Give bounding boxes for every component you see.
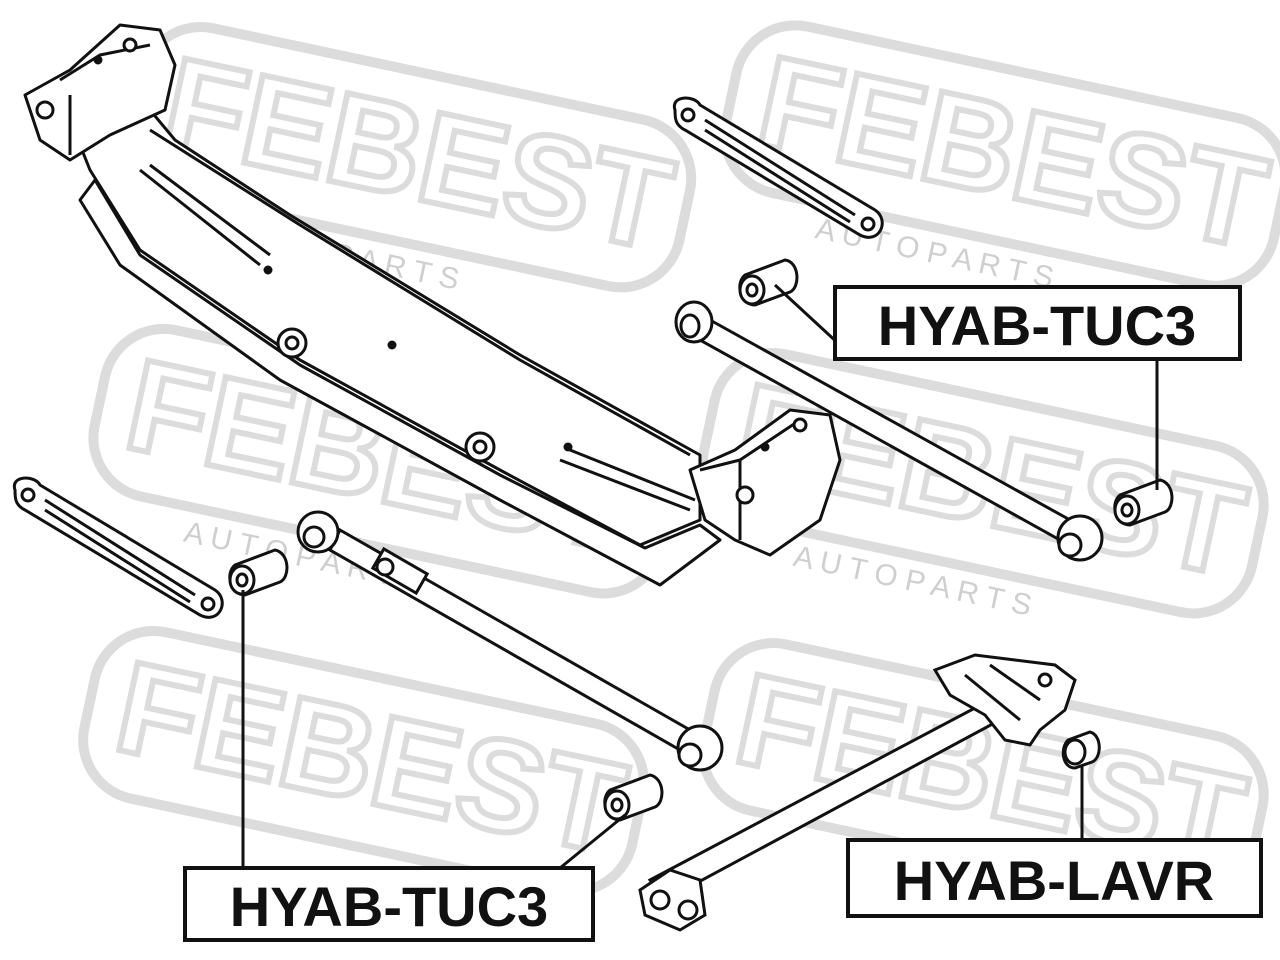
bottom-left-plate [12, 476, 224, 619]
leader-bottom-lower [559, 813, 626, 870]
right-bracket-hole-2 [792, 417, 808, 433]
right-bracket-hole [735, 485, 755, 505]
callout-bottom-right: HYAB-LAVR [846, 838, 1263, 918]
leader-top-upper [773, 283, 842, 347]
arm-eye-right-inner [1057, 532, 1083, 558]
callout-box [183, 866, 595, 942]
bottom-left-arm [296, 510, 724, 772]
callout-box [833, 285, 1242, 361]
rod-bracket-hole [1037, 672, 1053, 688]
arm-eye-right-inner [677, 742, 703, 768]
leader-lines [241, 283, 1159, 870]
lateral-rod [638, 653, 1077, 932]
callout-top-right: HYAB-TUC3 [833, 285, 1242, 361]
beam-hole-2-inner [472, 439, 488, 455]
plate-slot-2 [704, 128, 851, 224]
beam-top-edge [149, 128, 691, 457]
rod-bracket-ribs [964, 663, 1041, 722]
bushing-bottom-lower [603, 773, 664, 822]
bushing-bottom-upper [228, 548, 289, 597]
left-bracket-dot [93, 55, 103, 65]
callout-label: HYAB-LAVR [894, 849, 1214, 912]
plate-hole-1 [20, 487, 36, 503]
beam-dot-1 [387, 340, 397, 350]
arm-nut [375, 557, 395, 577]
beam-slot-4 [569, 448, 696, 502]
beam-dot-2 [563, 442, 573, 452]
right-bracket-dot [760, 442, 770, 452]
left-bracket-hole [35, 100, 55, 120]
left-bracket-hole-2 [122, 37, 138, 53]
beam-slot-1 [139, 168, 261, 267]
bushing-top-lower [1113, 478, 1174, 527]
beam-dot-3 [263, 265, 273, 275]
arm-eye-left-inner [302, 525, 326, 549]
beam-hole-1-inner [284, 335, 300, 351]
top-right-arm [674, 300, 1104, 562]
left-bracket [23, 23, 177, 162]
plate-slot [704, 118, 856, 217]
callout-box [846, 838, 1263, 918]
right-bracket [688, 408, 842, 557]
beam-slot-3 [559, 458, 691, 512]
top-right-plate [672, 96, 884, 239]
rod-end-hole [649, 889, 671, 911]
callout-bottom-left: HYAB-TUC3 [183, 866, 595, 942]
plate-slot [44, 498, 196, 597]
callout-label: HYAB-TUC3 [230, 875, 548, 938]
bushing-lateral [1061, 730, 1101, 770]
beam-slot-2 [149, 163, 271, 257]
plate-hole-1 [680, 107, 696, 123]
rod-end-hole-2 [677, 899, 699, 921]
callout-label: HYAB-TUC3 [878, 294, 1196, 357]
arm-eye-left-inner [679, 313, 701, 339]
right-bracket-face [699, 418, 801, 540]
plate-hole-2 [200, 596, 216, 612]
axle-beam [23, 23, 842, 587]
plate-slot-2 [44, 508, 191, 604]
plate-hole-2 [860, 216, 876, 232]
beam-body [68, 108, 702, 547]
beam-lower-face [78, 178, 722, 587]
